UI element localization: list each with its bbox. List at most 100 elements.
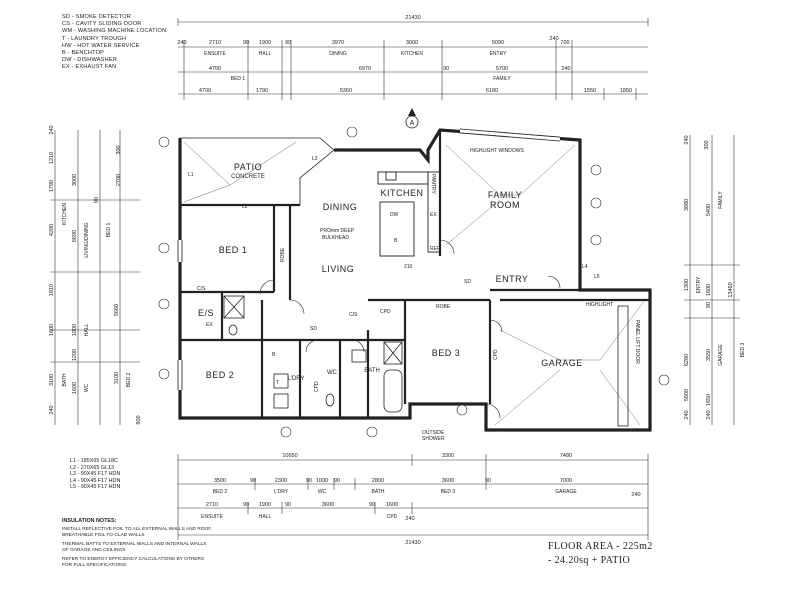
- dim: 90: [706, 302, 712, 308]
- robe-label: ROBE: [280, 247, 286, 262]
- dim: 5360: [340, 88, 352, 94]
- dim: 6970: [359, 66, 371, 72]
- dim: 90: [306, 478, 312, 484]
- legend-item: B - BENCHTOP: [62, 50, 105, 57]
- dim-label: HALL: [259, 514, 272, 520]
- dim: 1650: [706, 394, 712, 406]
- mid-dimension: 210: [404, 264, 413, 270]
- roof-lines: [445, 144, 646, 426]
- dim: 90: [243, 502, 249, 508]
- dim: 5090: [492, 40, 504, 46]
- room-label-kitchen: KITCHEN: [380, 188, 423, 198]
- dim-label: CPD: [387, 514, 398, 520]
- insulation-notes: INSULATION NOTES: INSTALL REFLECTIVE FOI…: [62, 518, 212, 569]
- room-label-garage: GARAGE: [541, 358, 583, 368]
- room-label-bed1: BED 1: [219, 245, 248, 255]
- right-dimensions: [684, 135, 740, 425]
- dim: 3500: [214, 478, 226, 484]
- wc-toilet-icon: [325, 393, 335, 407]
- legend-item: HW - HOT WATER SERVICE: [62, 42, 140, 49]
- cs-label: C/S: [349, 312, 358, 318]
- cpd-label: CPD: [314, 381, 320, 392]
- dim-label: ENTRY: [490, 51, 508, 57]
- legend-item: SD - SMOKE DETECTOR: [62, 14, 131, 20]
- notes-line: THERMAL BATTS TO EXTERNAL WALLS AND INTE…: [62, 542, 207, 553]
- dim: 2800: [372, 478, 384, 484]
- dim: 3880: [684, 199, 690, 211]
- dim: 240: [177, 40, 186, 46]
- kitchen-island: [379, 201, 415, 257]
- dim: 90: [250, 478, 256, 484]
- notes-line: INSTALL REFLECTIVE FOIL TO ALL EXTERNAL …: [62, 527, 212, 538]
- dim: 90: [443, 66, 449, 72]
- bulkhead-label: PROmm DEEP: [320, 228, 355, 234]
- lintel-item: L3 - 90x45 F17 HDN: [70, 471, 121, 478]
- dim: 1790: [49, 180, 55, 192]
- abbreviation-legend: SD - SMOKE DETECTOR CS - CAVITY SLIDING …: [62, 14, 166, 72]
- lintel-item: L1 - 185x65 GL18C: [70, 458, 118, 464]
- notes-line: REFER TO ENERGY EFFICIENCY CALCULATIONS …: [62, 557, 205, 568]
- room-label-entry: ENTRY: [496, 274, 529, 284]
- room-sublabel-patio: CONCRETE: [231, 174, 265, 180]
- outside-shower-label-2: SHOWER: [422, 436, 445, 442]
- dim: 700: [560, 40, 569, 46]
- dim: 1600: [49, 324, 55, 336]
- floor-area: FLOOR AREA - 225m2 - 24.20sq + PATIO: [548, 540, 653, 568]
- dim: 5660: [114, 304, 120, 316]
- dim: 1200: [72, 349, 78, 361]
- lintel-schedule: L1 - 185x65 GL18C L2 - 270x65 GL13 L3 - …: [70, 458, 120, 491]
- right-dimension-texts: 300 240 3880 13460 6280 1650 240 5400 13…: [684, 135, 746, 419]
- sd-label: SD: [464, 279, 471, 285]
- dim-label: ENSUITE: [201, 514, 223, 520]
- outside-shower-label: OUTSIDE: [422, 430, 445, 436]
- dim-label: BED 3: [441, 489, 456, 495]
- dim: 3600: [322, 502, 334, 508]
- dim: 6280: [684, 354, 690, 366]
- bath-fixtures: [223, 295, 403, 413]
- kitchen-fixtures: [377, 171, 441, 257]
- dim-label: BED 2: [126, 373, 132, 388]
- dishwasher-label: DW: [390, 212, 399, 218]
- north-arrow: A: [405, 108, 419, 129]
- dim: 240: [549, 36, 558, 42]
- lintel-item: L4 - 90x45 F17 HDN: [70, 477, 121, 484]
- dim-label: GARAGE: [555, 489, 577, 495]
- dim: 240: [631, 492, 640, 498]
- dim: 3100: [49, 374, 55, 386]
- dim: 1900: [259, 502, 271, 508]
- dim: 240: [405, 516, 414, 522]
- dim-label: HALL: [84, 324, 90, 337]
- dim: 90: [243, 40, 249, 46]
- dim: 4280: [49, 224, 55, 236]
- dim: 6180: [486, 88, 498, 94]
- room-label-living: LIVING: [322, 264, 355, 274]
- room-label-family-room: ROOM: [490, 200, 520, 210]
- bottom-overall: 21430: [405, 540, 420, 546]
- toilet-icon: [228, 324, 238, 336]
- dim: 1000: [316, 478, 328, 484]
- dim: 1600: [706, 284, 712, 296]
- notes-heading: INSULATION NOTES:: [62, 518, 117, 524]
- legend-item: T - LAUNDRY TROUGH: [62, 35, 127, 42]
- pantry-bench: [427, 171, 441, 253]
- l3-label: L3: [312, 156, 318, 162]
- trough-label: T: [276, 380, 279, 386]
- dim: 3000: [406, 40, 418, 46]
- l4-label: L4: [582, 264, 588, 270]
- shower-icon: [223, 295, 245, 319]
- dim: 90: [369, 502, 375, 508]
- dim-label: HALL: [259, 51, 272, 57]
- dim-label: LIVING/DINING: [84, 222, 90, 257]
- annotation-labels: HIGHLIGHT WINDOWS PROmm DEEP BULKHEAD RO…: [188, 148, 640, 442]
- dim: 5700: [496, 66, 508, 72]
- dim: 1850: [620, 88, 632, 94]
- patio-lines: [183, 141, 297, 203]
- dim: 2700: [116, 174, 122, 186]
- floor-area-line: FLOOR AREA - 225m2: [548, 541, 653, 552]
- dim: 90: [285, 40, 291, 46]
- laundry-trough-icon: [273, 373, 289, 389]
- room-label-laundry: L'DRY: [287, 376, 304, 382]
- sink-icon: [385, 171, 397, 181]
- room-labels: PATIO CONCRETE DINING KITCHEN FAMILY ROO…: [198, 162, 583, 382]
- dim-label: ENSUITE: [204, 51, 226, 57]
